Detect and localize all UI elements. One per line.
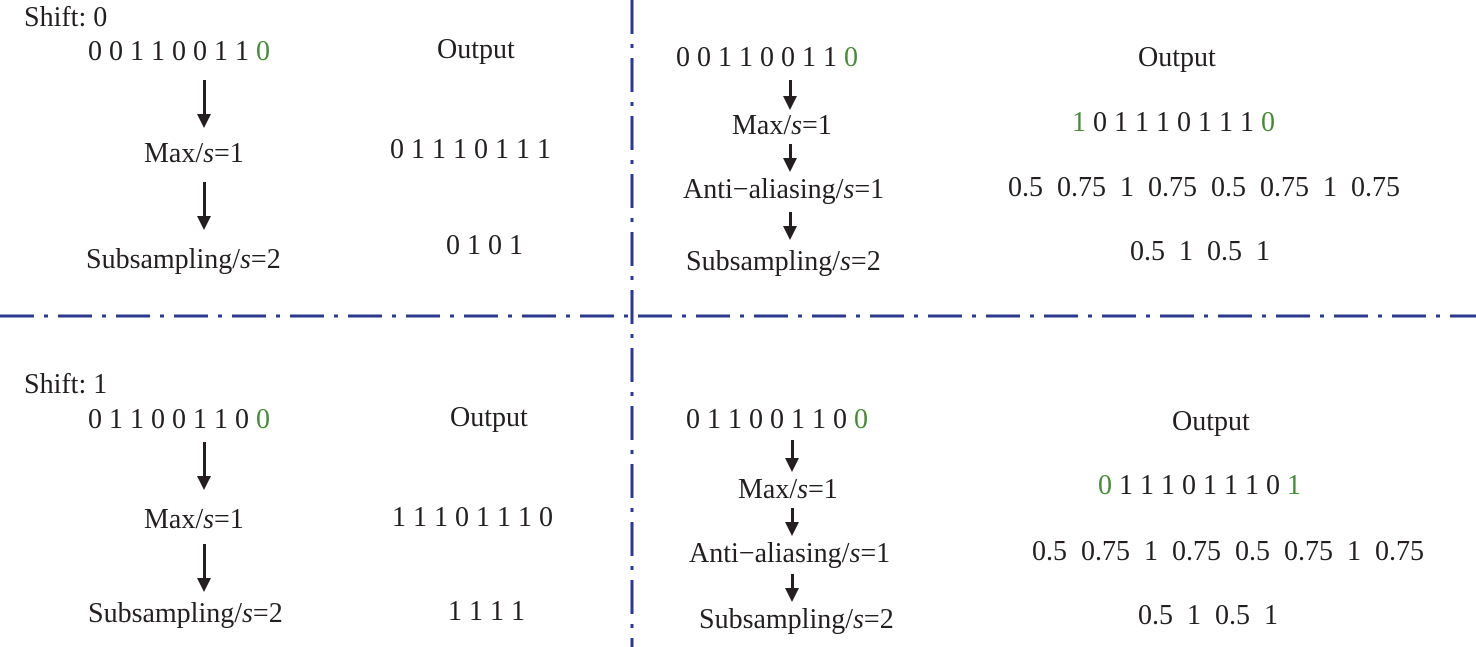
input-sequence: 0 1 1 0 0 1 1 0 0 <box>686 404 868 435</box>
step-max-output: 1 1 1 0 1 1 1 0 <box>392 502 553 533</box>
step-max-output: 0 1 1 1 0 1 1 1 0 1 <box>1098 470 1301 501</box>
step-subsampling: Subsampling/s=2 <box>86 244 281 275</box>
down-arrow-icon <box>194 182 214 230</box>
output-header: Output <box>450 402 528 433</box>
output-header: Output <box>437 34 515 65</box>
step-anti-aliasing: Anti−aliasing/s=1 <box>683 174 885 205</box>
output-header: Output <box>1138 42 1216 73</box>
down-arrow-icon <box>780 80 800 110</box>
step-max: Max/s=1 <box>738 474 838 505</box>
step-subsampling-output: 0.5 1 0.5 1 <box>1138 600 1278 631</box>
down-arrow-icon <box>782 440 802 472</box>
shift-label: Shift: 1 <box>24 369 108 400</box>
down-arrow-icon <box>782 508 802 536</box>
step-subsampling: Subsampling/s=2 <box>88 598 283 629</box>
step-max-output: 0 1 1 1 0 1 1 1 <box>390 134 551 165</box>
shift-label: Shift: 0 <box>24 2 108 33</box>
down-arrow-icon <box>780 212 800 240</box>
down-arrow-icon <box>782 574 802 602</box>
step-subsampling-output: 0 1 0 1 <box>446 230 523 261</box>
step-subsampling-output: 1 1 1 1 <box>448 596 525 627</box>
input-sequence: 0 1 1 0 0 1 1 0 0 <box>88 404 270 435</box>
step-max: Max/s=1 <box>144 138 244 169</box>
step-max: Max/s=1 <box>732 110 832 141</box>
down-arrow-icon <box>194 544 214 592</box>
step-max: Max/s=1 <box>144 504 244 535</box>
step-subsampling: Subsampling/s=2 <box>686 246 881 277</box>
input-sequence: 0 0 1 1 0 0 1 1 0 <box>676 42 858 73</box>
down-arrow-icon <box>194 80 214 128</box>
step-anti-aliasing-output: 0.5 0.75 1 0.75 0.5 0.75 1 0.75 <box>1008 172 1400 203</box>
step-subsampling-output: 0.5 1 0.5 1 <box>1130 236 1270 267</box>
input-sequence: 0 0 1 1 0 0 1 1 0 <box>88 36 270 67</box>
step-anti-aliasing: Anti−aliasing/s=1 <box>689 538 891 569</box>
step-subsampling: Subsampling/s=2 <box>699 604 894 635</box>
down-arrow-icon <box>780 144 800 172</box>
output-header: Output <box>1172 406 1250 437</box>
step-max-output: 1 0 1 1 1 0 1 1 1 0 <box>1072 107 1275 138</box>
step-anti-aliasing-output: 0.5 0.75 1 0.75 0.5 0.75 1 0.75 <box>1032 536 1424 567</box>
down-arrow-icon <box>194 442 214 490</box>
